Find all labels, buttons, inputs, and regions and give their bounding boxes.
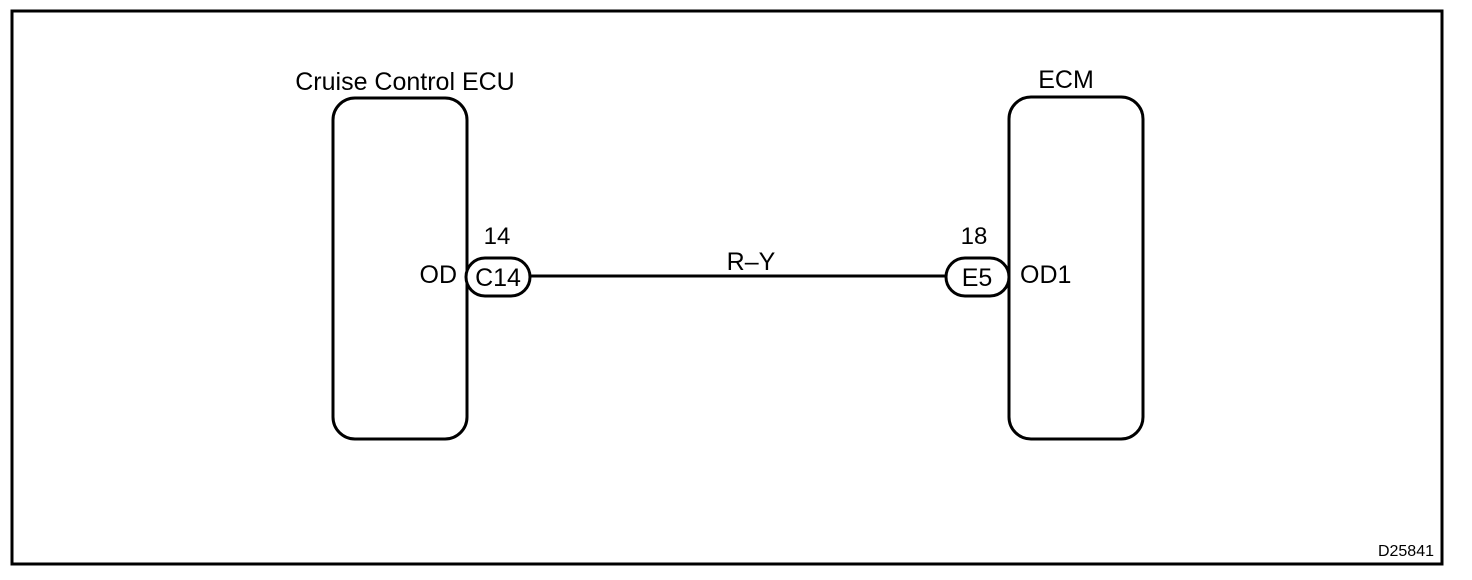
connector-c14-pin: 14 [484,223,511,250]
connector-e5: 18 E5 [944,223,1011,298]
diagram-frame [10,9,1444,566]
connector-c14: 14 C14 [464,223,532,298]
terminal-od1-label: OD1 [1020,261,1071,289]
connector-e5-id: E5 [962,264,993,292]
terminal-od-label: OD [420,261,458,289]
connector-e5-body [944,256,1011,298]
wire-color-label: R–Y [727,248,776,276]
connector-c14-body [464,256,532,298]
ecm-box [1007,95,1145,441]
figure-code: D25841 [1378,543,1434,560]
cruise-control-ecu: Cruise Control ECU OD [295,68,515,441]
ecm: ECM OD1 [1007,66,1145,441]
ecm-label: ECM [1038,66,1094,94]
wire-r-y: R–Y [530,248,946,278]
connector-e5-pin: 18 [961,223,988,250]
cruise-control-ecu-label: Cruise Control ECU [295,68,515,96]
connector-c14-id: C14 [475,264,521,292]
